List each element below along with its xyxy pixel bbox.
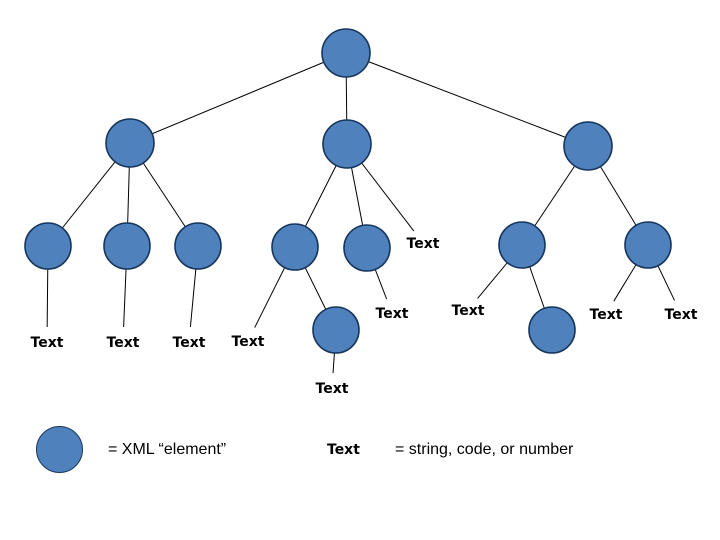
element-node-legend-swatch — [36, 426, 83, 473]
edge-root-left — [129, 52, 347, 144]
element-node-mid — [322, 119, 372, 169]
element-node-right — [563, 121, 613, 171]
element-legend-label: = XML “element” — [108, 441, 227, 458]
element-node-root — [321, 28, 371, 78]
text-node-label-t-mid-3: Text — [407, 236, 440, 252]
text-legend-sample: Text — [327, 442, 360, 458]
element-node-right-grandchild — [528, 306, 576, 354]
element-node-right-child-1 — [498, 221, 546, 269]
text-legend-label: = string, code, or number — [395, 441, 574, 458]
text-node-label-t-right-2-right: Text — [665, 307, 698, 323]
text-node-label-t-mid-leaf: Text — [316, 381, 349, 397]
element-node-left-child-2 — [103, 222, 151, 270]
text-node-label-t-mid-1-left: Text — [232, 334, 265, 350]
text-node-label-t-left-3: Text — [173, 335, 206, 351]
element-node-mid-child-1 — [271, 223, 319, 271]
element-node-right-child-2 — [624, 221, 672, 269]
text-node-label-t-left-2: Text — [107, 335, 140, 351]
text-node-label-t-left-1: Text — [31, 335, 64, 351]
element-node-mid-child-2 — [343, 224, 391, 272]
element-node-left-child-1 — [24, 222, 72, 270]
element-node-mid-grandchild — [312, 306, 360, 354]
element-node-left-child-3 — [174, 222, 222, 270]
text-node-label-t-right-2-left: Text — [590, 307, 623, 323]
element-node-left — [105, 118, 155, 168]
text-node-label-t-mid-2: Text — [376, 306, 409, 322]
edge-root-right — [345, 52, 589, 147]
text-node-label-t-right-1-left: Text — [452, 303, 485, 319]
